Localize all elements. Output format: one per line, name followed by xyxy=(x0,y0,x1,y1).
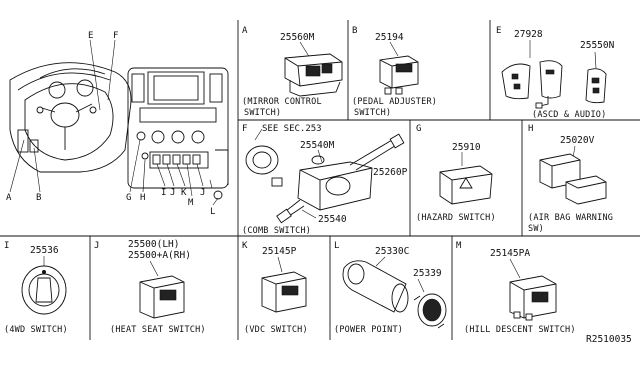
panel-letter: E xyxy=(496,26,501,36)
panel-letter: J xyxy=(94,241,99,251)
part-number-2: 25500+A(RH) xyxy=(128,250,191,261)
caption-line2: SWITCH) xyxy=(244,108,281,118)
panel-letter: G xyxy=(416,124,421,134)
part-number-1: 25540M xyxy=(300,140,335,151)
caption: (ASCD & AUDIO) xyxy=(532,110,606,120)
part-number-2: 25260P xyxy=(373,167,408,178)
heat-seat-switch-drawing xyxy=(139,275,185,319)
panel-J: J 25500(LH) 25500+A(RH) (HEAT SEAT SWITC… xyxy=(94,239,206,335)
power-point-drawing xyxy=(342,260,447,329)
panel-E: E 27928 25550N (ASCD & AUDIO) xyxy=(496,26,615,120)
diagram-id: R2510035 xyxy=(586,334,632,345)
dashboard-overview xyxy=(9,39,229,206)
caption: (4WD SWITCH) xyxy=(4,325,68,335)
hazard-switch-drawing xyxy=(439,165,493,205)
caption-line2: SWITCH) xyxy=(354,108,391,118)
callout-E: E xyxy=(88,31,93,41)
caption: (HEAT SEAT SWITCH) xyxy=(110,325,206,335)
part-number-1: 27928 xyxy=(514,29,543,40)
part-number-2: 25339 xyxy=(413,268,442,279)
airbag-warning-switch-drawing xyxy=(539,153,607,205)
part-number-1: 25500(LH) xyxy=(128,239,179,250)
comb-switch-drawing xyxy=(245,133,405,224)
callout-J: J xyxy=(170,188,175,198)
caption: (HILL DESCENT SWITCH) xyxy=(464,325,576,335)
part-number: 25194 xyxy=(375,32,404,43)
panel-G: G 25910 (HAZARD SWITCH) xyxy=(416,124,496,223)
callout-B: B xyxy=(36,193,41,203)
part-number: 25145PA xyxy=(490,248,530,259)
caption-line1: (PEDAL ADJUSTER) xyxy=(352,97,437,107)
callout-L: L xyxy=(210,207,215,217)
caption: (COMB SWITCH) xyxy=(242,226,311,236)
4wd-switch-drawing xyxy=(21,265,67,315)
callout-F: F xyxy=(113,31,118,41)
callout-H: H xyxy=(140,193,145,203)
panel-letter: L xyxy=(334,241,339,251)
panel-I: I 25536 (4WD SWITCH) xyxy=(4,241,68,335)
panel-K: K 25145P (VDC SWITCH) xyxy=(242,241,308,335)
callout-M: M xyxy=(188,198,194,208)
callout-G: G xyxy=(126,193,131,203)
caption: (HAZARD SWITCH) xyxy=(416,213,496,223)
caption: (POWER POINT) xyxy=(334,325,403,335)
part-number: 25536 xyxy=(30,245,59,256)
part-number-3: 25540 xyxy=(318,214,347,225)
caption-line1: (MIRROR CONTROL xyxy=(242,97,322,107)
callout-J2: J xyxy=(200,188,205,198)
part-number: 25910 xyxy=(452,142,481,153)
panel-F: F SEE SEC.253 25540M 25260P 25540 (COMB … xyxy=(242,124,408,236)
panel-letter: K xyxy=(242,241,248,251)
callout-K: K xyxy=(181,188,187,198)
part-number-2: 25550N xyxy=(580,40,615,51)
part-number: 25145P xyxy=(262,246,297,257)
ascd-audio-switch-drawing xyxy=(501,60,607,109)
mirror-control-switch-drawing xyxy=(284,53,343,97)
pedal-adjuster-switch-drawing xyxy=(379,55,419,95)
see-section-note: SEE SEC.253 xyxy=(262,124,322,134)
callout-A: A xyxy=(6,193,12,203)
part-number: 25560M xyxy=(280,32,315,43)
panel-letter: B xyxy=(352,26,357,36)
caption-line1: (AIR BAG WARNING xyxy=(528,213,613,223)
panel-letter: A xyxy=(242,26,248,36)
panel-letter: H xyxy=(528,124,533,134)
panel-L: L 25330C 25339 (POWER POINT) xyxy=(334,241,447,335)
panel-M: M 25145PA (HILL DESCENT SWITCH) xyxy=(456,241,576,335)
hill-descent-switch-drawing xyxy=(509,275,557,321)
part-number-1: 25330C xyxy=(375,246,409,257)
panel-grid xyxy=(0,20,640,340)
panel-H: H 25020V (AIR BAG WARNING SW) xyxy=(528,124,613,234)
caption-line2: SW) xyxy=(528,224,544,234)
panel-letter: M xyxy=(456,241,462,251)
part-number: 25020V xyxy=(560,135,595,146)
callout-I: I xyxy=(161,188,166,198)
vdc-switch-drawing xyxy=(261,271,307,313)
panel-B: B 25194 (PEDAL ADJUSTER) SWITCH) xyxy=(352,26,437,118)
caption: (VDC SWITCH) xyxy=(244,325,308,335)
panel-letter: F xyxy=(242,124,247,134)
panel-letter: I xyxy=(4,241,9,251)
panel-A: A 25560M (MIRROR CONTROL SWITCH) xyxy=(242,26,343,118)
